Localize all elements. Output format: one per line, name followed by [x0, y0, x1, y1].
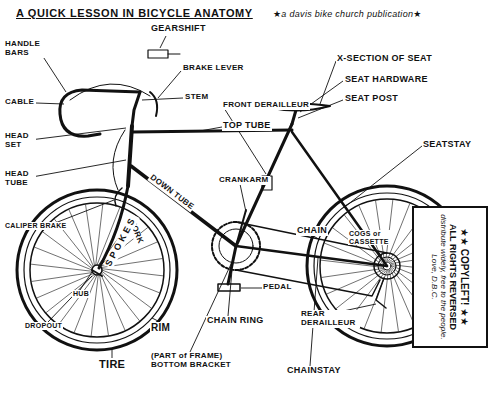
part-label: DROPOUT [24, 322, 63, 330]
spoke-line [102, 270, 159, 293]
spoke-line [101, 274, 125, 330]
spoke-line [364, 271, 387, 328]
part-label: CHAIN RING [206, 316, 265, 326]
part-label: GEARSHIFT [150, 24, 207, 34]
spoke-line [86, 205, 95, 266]
spoke-line [381, 271, 388, 332]
spoke-line [43, 232, 92, 269]
spoke-line [96, 204, 103, 265]
part-label: STEM [184, 93, 209, 102]
rotated-text-block: ★★ COPYLEFT! ★★ALL RIGHTS REVERSEDdistri… [430, 212, 470, 342]
part-label: RIM [150, 322, 171, 333]
spoke-line [37, 274, 93, 298]
spoke-line [102, 269, 163, 276]
diagram-title: A QUICK LESSON IN BICYCLE ANATOMY [16, 7, 253, 19]
part-label: CABLE [4, 98, 35, 107]
spoke-line [59, 275, 96, 324]
part-label: CALIPER BRAKE [4, 222, 67, 230]
spoke-line [390, 270, 399, 331]
copyleft-heading: ★★ COPYLEFT! ★★ [459, 212, 471, 342]
part-label: TIRE [98, 358, 126, 370]
spoke-line [46, 274, 94, 312]
publisher-note: ★a davis bike church publication★ [272, 10, 423, 20]
spoke-line [74, 275, 97, 332]
spoke-line [100, 274, 109, 335]
part-label: HANDLE BARS [4, 40, 46, 58]
part-label: COGS or CASSETTE [348, 230, 392, 245]
part-label: BRAKE LEVER [182, 64, 245, 73]
copyleft-text: distribute widely, free to the people. L… [430, 212, 448, 342]
part-label: PEDAL [262, 283, 293, 292]
part-label: DOWN TUBE [147, 173, 195, 213]
spoke-line [322, 269, 383, 278]
copyleft-text: ALL RIGHTS REVERSED [448, 212, 458, 342]
part-label: HUB [72, 290, 90, 298]
part-label: X-SECTION OF SEAT [336, 54, 433, 64]
part-label: SEAT HARDWARE [344, 75, 429, 85]
part-label: HEAD TUBE [4, 170, 36, 188]
part-label: SEATSTAY [422, 140, 472, 150]
spoke-line [91, 275, 98, 336]
spoke-line [69, 210, 93, 266]
spoke-line [102, 271, 151, 308]
spoke-line [32, 273, 93, 282]
part-label: CHAIN [296, 226, 328, 236]
copyleft-box: ★★ COPYLEFT! ★★ALL RIGHTS REVERSEDdistri… [412, 206, 488, 348]
spoke-line [31, 264, 92, 271]
part-label: CRANKARM [218, 176, 270, 185]
spoke-line [101, 273, 139, 321]
part-label: (PART of FRAME) BOTTOM BRACKET [150, 352, 244, 370]
part-label: FRONT DERAILLEUR [222, 101, 310, 110]
part-label: CHAINSTAY [286, 366, 342, 376]
spoke-line [35, 247, 92, 270]
spoke-line [336, 270, 384, 308]
part-label: HEAD SET [4, 132, 36, 150]
part-label: SEAT POST [344, 94, 399, 104]
part-label: REAR DERAILLEUR [300, 310, 360, 328]
part-label: TOP TUBE [222, 121, 272, 131]
